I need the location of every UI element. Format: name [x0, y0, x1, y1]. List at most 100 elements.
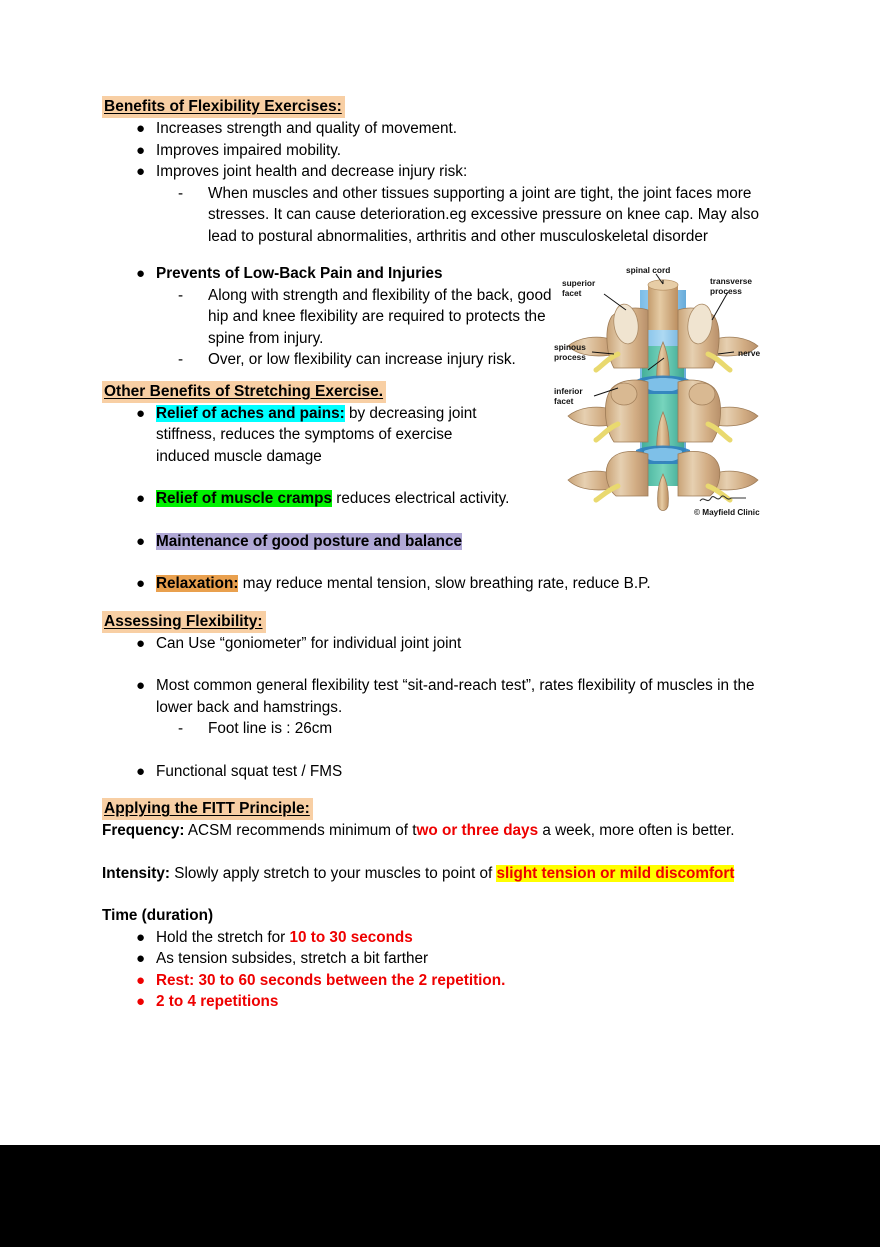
sub-list: - When muscles and other tissues support…	[156, 183, 782, 248]
list-item-text: Prevents of Low-Back Pain and Injuries	[156, 265, 443, 282]
bullet-dot-icon: ●	[136, 120, 146, 137]
dash-bullet-icon: -	[178, 351, 184, 368]
frequency-post: a week, more often is better.	[538, 822, 735, 839]
list-item: ● Relief of muscle cramps reduces electr…	[102, 488, 782, 510]
list-item: ● Rest: 30 to 60 seconds between the 2 r…	[102, 970, 782, 992]
section-heading-benefits-of-flexibility: Benefits of Flexibility Exercises:	[102, 96, 345, 118]
frequency-highlight: wo or three days	[416, 822, 539, 839]
list-item-lead: Relief of aches and pains:	[156, 404, 345, 422]
bullet-dot-icon: ●	[136, 993, 146, 1010]
svg-text:process: process	[554, 352, 586, 362]
sub-list-item-text: When muscles and other tissues supportin…	[208, 184, 759, 245]
figure-label-spinal-cord: spinal cord	[626, 265, 670, 275]
list-item: ● Relaxation: may reduce mental tension,…	[102, 573, 782, 595]
spacer	[102, 842, 782, 863]
spacer	[102, 884, 782, 905]
dash-bullet-icon: -	[178, 286, 184, 304]
list-item-text: As tension subsides, stretch a bit farth…	[156, 950, 429, 967]
list-item: ● Functional squat test / FMS	[102, 761, 782, 783]
figure-label-nerve: nerve	[738, 348, 761, 358]
list-item: ● Most common general flexibility test “…	[102, 675, 782, 740]
list-item: ● Improves impaired mobility.	[102, 140, 782, 162]
figure-credit: © Mayfield Clinic	[694, 508, 760, 517]
other-benefits-list: ● Relief of aches and pains: by decreasi…	[102, 403, 502, 468]
list-item-lead: Maintenance of good posture and balance	[156, 532, 462, 550]
section-heading-other-benefits: Other Benefits of Stretching Exercise.	[102, 380, 387, 403]
assessing-list-2: ● Most common general flexibility test “…	[102, 675, 782, 740]
list-item-text: Most common general flexibility test “si…	[156, 677, 755, 716]
spacer	[102, 740, 782, 761]
section-heading-assessing-flexibility: Assessing Flexibility:	[102, 610, 266, 633]
sub-list-item: - Over, or low flexibility can increase …	[156, 349, 556, 371]
list-item-text: Improves impaired mobility.	[156, 141, 342, 159]
sub-list-item-text: Along with strength and flexibility of t…	[208, 286, 552, 347]
list-item: ● Improves joint health and decrease inj…	[102, 161, 782, 247]
spacer	[102, 247, 782, 263]
other-benefits-list-3: ● Maintenance of good posture and balanc…	[102, 531, 782, 553]
spacer	[102, 552, 782, 573]
sub-list-item: - When muscles and other tissues support…	[156, 183, 782, 248]
section-heading-row-4: Applying the FITT Principle:	[102, 798, 782, 820]
list-item-text: Improves joint health and decrease injur…	[156, 163, 468, 180]
list-item: ● Can Use “goniometer” for individual jo…	[102, 633, 782, 655]
sub-list-item-text: Foot line is : 26cm	[208, 720, 333, 737]
frequency-label: Frequency:	[102, 822, 185, 839]
svg-text:process: process	[710, 286, 742, 296]
list-item-text: Hold the stretch for	[156, 928, 290, 946]
list-item: ● Relief of aches and pains: by decreasi…	[102, 403, 502, 468]
sub-list-item-text: Over, or low flexibility can increase in…	[208, 351, 516, 368]
notes-content: Benefits of Flexibility Exercises: ● Inc…	[102, 96, 782, 1013]
bullet-dot-icon: ●	[136, 971, 146, 989]
intensity-label: Intensity:	[102, 864, 170, 882]
benefits-list: ● Increases strength and quality of move…	[102, 118, 782, 247]
fitt-frequency-line: Frequency: ACSM recommends minimum of tw…	[102, 820, 782, 842]
bullet-dot-icon: ●	[136, 575, 146, 592]
assessing-list-3: ● Functional squat test / FMS	[102, 761, 782, 783]
section-heading-row-1: Benefits of Flexibility Exercises:	[102, 96, 782, 118]
list-item: ● Hold the stretch for 10 to 30 seconds	[102, 927, 782, 949]
bullet-dot-icon: ●	[136, 532, 146, 550]
list-item-highlight: 10 to 30 seconds	[289, 928, 413, 946]
document-page: Benefits of Flexibility Exercises: ● Inc…	[102, 96, 782, 1013]
figure-label-transverse-process: transverse	[710, 276, 752, 286]
figure-label-inferior-facet: inferior	[554, 386, 583, 396]
bullet-dot-icon: ●	[136, 634, 146, 652]
intensity-pre: Slowly apply stretch to your muscles to …	[170, 864, 497, 882]
spacer	[102, 782, 782, 798]
list-item: ● Prevents of Low-Back Pain and Injuries…	[102, 263, 782, 371]
bottom-black-bar	[0, 1145, 880, 1247]
other-benefits-list-4: ● Relaxation: may reduce mental tension,…	[102, 573, 782, 595]
bullet-dot-icon: ●	[136, 141, 146, 159]
bullet-dot-icon: ●	[136, 265, 146, 282]
list-item-lead: Relief of muscle cramps	[156, 490, 332, 507]
spacer	[102, 654, 782, 675]
list-item: ● 2 to 4 repetitions	[102, 991, 782, 1013]
list-item: ● Maintenance of good posture and balanc…	[102, 531, 782, 553]
list-item-text: reduces electrical activity.	[331, 490, 510, 507]
list-item-text: Functional squat test / FMS	[156, 762, 343, 780]
bullet-dot-icon: ●	[136, 928, 146, 946]
figure-label-superior-facet: superior	[562, 278, 596, 288]
sub-list-item: - Foot line is : 26cm	[156, 718, 782, 740]
svg-text:facet: facet	[562, 288, 582, 298]
sub-list: - Foot line is : 26cm	[156, 718, 782, 740]
figure-label-spinous-process: spinous	[554, 342, 586, 352]
list-item: ● As tension subsides, stretch a bit far…	[102, 948, 782, 970]
spine-anatomy-figure: spinal cord superior facet transverse pr…	[552, 262, 774, 522]
dash-bullet-icon: -	[178, 184, 184, 202]
intensity-highlight: slight tension or mild discomfort	[496, 864, 735, 882]
bullet-dot-icon: ●	[136, 163, 146, 180]
bullet-dot-icon: ●	[136, 950, 146, 967]
low-back-pain-list: ● Prevents of Low-Back Pain and Injuries…	[102, 263, 782, 371]
bullet-dot-icon: ●	[136, 762, 146, 780]
list-item-text: Increases strength and quality of moveme…	[156, 120, 458, 137]
section-heading-row-3: Assessing Flexibility:	[102, 610, 782, 633]
list-item-text: Rest: 30 to 60 seconds between the 2 rep…	[156, 971, 506, 989]
dash-bullet-icon: -	[178, 720, 184, 737]
bullet-dot-icon: ●	[136, 677, 146, 694]
spacer	[102, 595, 782, 611]
assessing-list-1: ● Can Use “goniometer” for individual jo…	[102, 633, 782, 655]
section-heading-applying-fitt: Applying the FITT Principle:	[102, 798, 313, 820]
bullet-dot-icon: ●	[136, 490, 146, 507]
list-item: ● Increases strength and quality of move…	[102, 118, 782, 140]
